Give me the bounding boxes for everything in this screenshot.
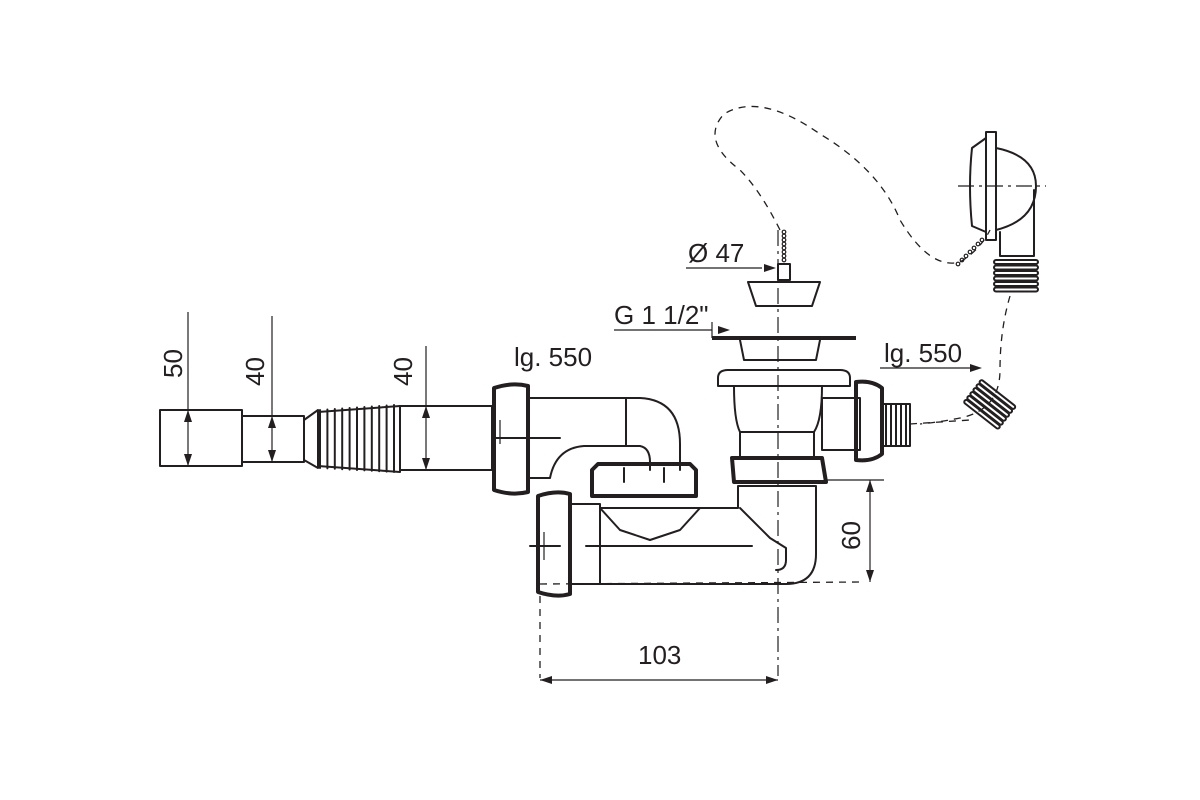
dimension-40-adapter: 40 — [240, 316, 276, 462]
corrugated-hose — [317, 404, 493, 473]
chain-link — [781, 253, 787, 259]
chain-link — [967, 249, 973, 255]
hose-end-rib — [963, 398, 1001, 430]
dimension-50: 50 — [158, 312, 192, 466]
overflow-rosette — [955, 131, 1046, 293]
dimension-60: 60 — [826, 479, 884, 582]
outlet-centerline-horizontal — [539, 581, 865, 585]
label-lg-right: lg. 550 — [884, 338, 962, 368]
chain-link — [781, 249, 787, 255]
chain-link — [955, 261, 961, 267]
dimension-thread: G 1 1/2" — [614, 300, 730, 338]
outlet-adapter — [159, 409, 319, 469]
hose-end-rib — [966, 394, 1004, 426]
drain-body — [717, 369, 851, 484]
overflow-connector — [821, 379, 971, 463]
chain-link — [963, 253, 969, 259]
siphon-body — [569, 485, 817, 585]
chain-link — [781, 241, 787, 247]
right-hose-end — [963, 379, 1017, 430]
rosette-hose-rib — [993, 286, 1039, 293]
label-50: 50 — [158, 349, 188, 378]
rosette-hose-rib — [993, 275, 1039, 282]
drain-flange — [712, 336, 856, 361]
label-40-adapter: 40 — [240, 357, 270, 386]
chain-link — [781, 237, 787, 243]
chain-link — [781, 245, 787, 251]
overflow-elbow — [492, 382, 681, 496]
chain-link — [975, 241, 981, 247]
dimension-dia-47: Ø 47 — [686, 238, 776, 272]
chain-link — [979, 237, 985, 243]
bowden-cable — [714, 105, 991, 264]
rosette-hose-rib — [993, 259, 1039, 265]
label-thread: G 1 1/2" — [614, 300, 709, 330]
label-dia-47: Ø 47 — [688, 238, 744, 268]
label-103: 103 — [638, 640, 681, 670]
cleaning-cap — [590, 462, 698, 498]
label-60: 60 — [836, 521, 866, 550]
dimension-40-hose: 40 — [388, 346, 430, 470]
label-lg-left: lg. 550 — [514, 342, 592, 372]
chain-link — [781, 233, 787, 239]
rosette-hose-rib — [993, 281, 1039, 287]
chain-link — [971, 245, 977, 251]
length-right: lg. 550 — [880, 338, 982, 372]
outlet-nut — [529, 490, 572, 598]
chain-link — [781, 257, 787, 263]
rosette-hose-rib — [993, 264, 1039, 271]
hose-end-rib — [975, 383, 1014, 414]
chain-link — [959, 257, 965, 263]
chain-link — [781, 229, 787, 235]
rosette-hose-rib — [993, 270, 1039, 276]
dimension-103: 103 — [540, 640, 778, 684]
label-40-hose: 40 — [388, 357, 418, 386]
